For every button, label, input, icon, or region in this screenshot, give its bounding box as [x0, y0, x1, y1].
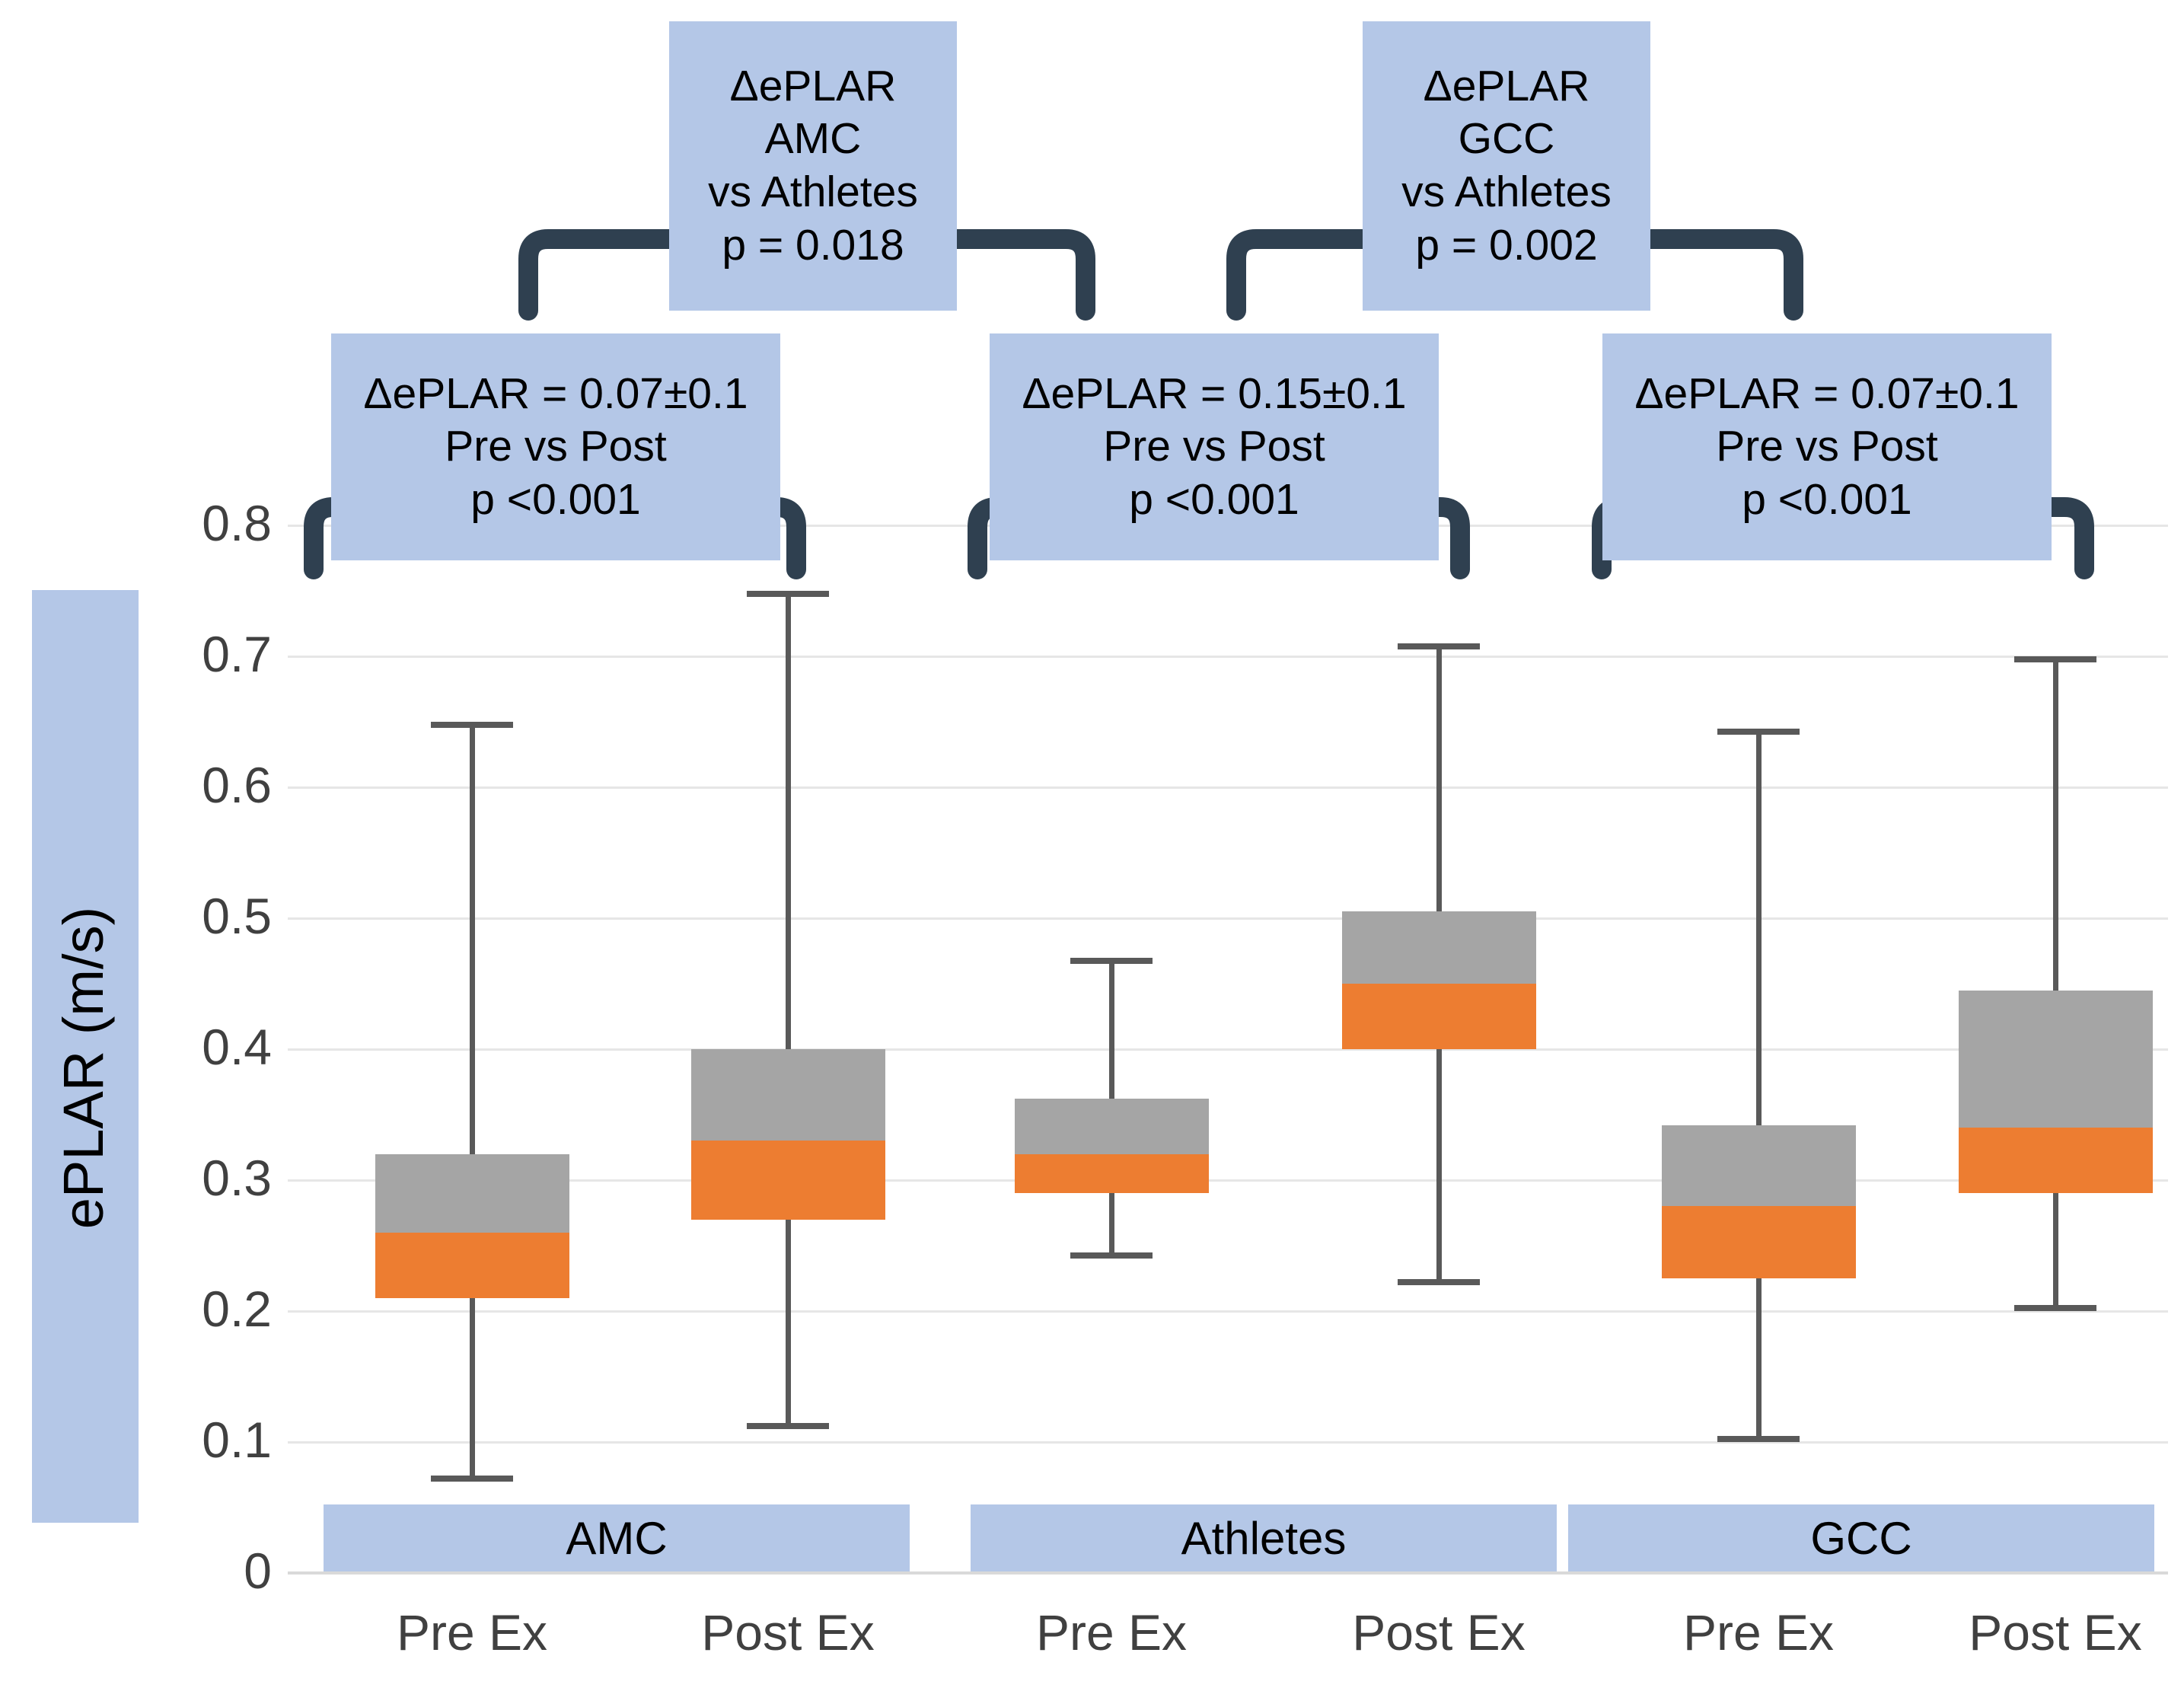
whisker-upper	[2052, 656, 2058, 991]
box-upper-quartile	[1014, 1099, 1209, 1154]
whisker-upper	[1436, 643, 1442, 912]
y-axis-tick-label: 0.1	[202, 1412, 272, 1468]
y-axis-tick-label: 0.5	[202, 888, 272, 944]
group-band-athletes: Athletes	[971, 1504, 1557, 1571]
x-axis-tick-label: Pre Ex	[1035, 1604, 1188, 1661]
whisker-cap-lower	[1070, 1252, 1153, 1259]
y-axis-tick-label: 0.3	[202, 1150, 272, 1206]
whisker-cap-lower	[1398, 1278, 1480, 1285]
whisker-cap-upper	[2014, 656, 2096, 662]
gridline	[288, 917, 2168, 920]
gridline	[288, 1179, 2168, 1182]
group-band-gcc: GCC	[1568, 1504, 2154, 1571]
group-band-label: Athletes	[1181, 1512, 1347, 1564]
x-axis-baseline	[288, 1571, 2168, 1575]
box-whisker-gcc-pre-ex	[1661, 525, 1856, 1573]
box-lower-quartile	[1958, 1128, 2153, 1194]
box-whisker-athletes-pre-ex	[1014, 525, 1209, 1573]
callout-line-1: ΔePLAR = 0.15±0.1	[1022, 369, 1407, 418]
whisker-lower	[469, 1297, 475, 1482]
callout-athletes-pre-vs-post: ΔePLAR = 0.15±0.1 Pre vs Post p <0.001	[990, 333, 1439, 560]
callout-line-2: GCC	[1458, 114, 1555, 164]
callout-gcc-vs-athletes: ΔePLAR GCC vs Athletes p = 0.002	[1363, 21, 1650, 311]
box-lower-quartile	[1661, 1206, 1856, 1278]
callout-line-2: Pre vs Post	[445, 422, 667, 471]
whisker-cap-upper	[1717, 728, 1800, 735]
gridline	[288, 1441, 2168, 1444]
x-axis-tick-label: Pre Ex	[396, 1604, 548, 1661]
gridline	[288, 656, 2168, 658]
box-upper-quartile	[1661, 1125, 1856, 1207]
box-lower-quartile	[1014, 1153, 1209, 1194]
box-whisker-gcc-post-ex	[1958, 525, 2153, 1573]
box-whisker-athletes-post-ex	[1341, 525, 1536, 1573]
whisker-upper	[469, 722, 475, 1154]
box-upper-quartile	[375, 1153, 569, 1233]
y-axis-tick-label: 0.6	[202, 757, 272, 813]
whisker-lower	[2052, 1193, 2058, 1311]
box-lower-quartile	[375, 1232, 569, 1298]
callout-line-4: p = 0.018	[722, 220, 904, 270]
y-axis-tick-label: 0.4	[202, 1019, 272, 1075]
whisker-cap-lower	[747, 1422, 829, 1429]
whisker-cap-upper	[1070, 957, 1153, 964]
whisker-cap-lower	[1717, 1436, 1800, 1442]
whisker-cap-upper	[747, 591, 829, 597]
callout-amc-pre-vs-post: ΔePLAR = 0.07±0.1 Pre vs Post p <0.001	[331, 333, 780, 560]
gridline	[288, 786, 2168, 789]
y-axis-tick-label: 0.8	[202, 495, 272, 551]
x-axis-tick-label: Post Ex	[701, 1604, 875, 1661]
y-axis-tick-label: 0	[244, 1543, 272, 1599]
group-band-label: AMC	[566, 1512, 668, 1564]
box-upper-quartile	[1958, 990, 2153, 1128]
y-axis-tick-label: 0.7	[202, 626, 272, 682]
whisker-upper	[785, 591, 791, 1049]
callout-line-2: AMC	[764, 114, 862, 164]
box-whisker-amc-post-ex	[690, 525, 885, 1573]
callout-line-3: vs Athletes	[1401, 168, 1612, 216]
gridline	[288, 1310, 2168, 1313]
box-lower-quartile	[690, 1141, 885, 1220]
whisker-cap-upper	[431, 722, 513, 728]
plot-area	[288, 525, 2168, 1575]
callout-line-3: p <0.001	[1742, 474, 1912, 524]
x-axis-tick-label: Post Ex	[1969, 1604, 2142, 1661]
whisker-lower	[785, 1219, 791, 1429]
whisker-upper	[1108, 957, 1114, 1099]
callout-line-1: ΔePLAR	[1423, 61, 1590, 110]
callout-line-1: ΔePLAR = 0.07±0.1	[363, 369, 748, 418]
callout-gcc-pre-vs-post: ΔePLAR = 0.07±0.1 Pre vs Post p <0.001	[1602, 333, 2052, 560]
gridline	[288, 1048, 2168, 1051]
whisker-cap-upper	[1398, 643, 1480, 649]
callout-line-3: p <0.001	[1129, 474, 1299, 524]
callout-line-3: vs Athletes	[708, 168, 918, 216]
y-axis-tick-label: 0.2	[202, 1281, 272, 1337]
y-axis-title-band: ePLAR (m/s)	[32, 590, 139, 1523]
callout-line-4: p = 0.002	[1415, 220, 1598, 270]
x-axis-tick-label: Pre Ex	[1682, 1604, 1835, 1661]
callout-line-1: ΔePLAR	[729, 61, 897, 110]
x-axis-tick-label: Post Ex	[1352, 1604, 1526, 1661]
box-lower-quartile	[1341, 984, 1536, 1049]
whisker-lower	[1436, 1049, 1442, 1285]
whisker-upper	[1755, 728, 1762, 1125]
callout-line-2: Pre vs Post	[1716, 422, 1938, 471]
whisker-cap-lower	[431, 1475, 513, 1482]
callout-amc-vs-athletes: ΔePLAR AMC vs Athletes p = 0.018	[669, 21, 957, 311]
callout-line-2: Pre vs Post	[1103, 422, 1325, 471]
callout-line-1: ΔePLAR = 0.07±0.1	[1634, 369, 2020, 418]
box-whisker-amc-pre-ex	[375, 525, 569, 1573]
whisker-lower	[1108, 1193, 1114, 1259]
box-upper-quartile	[690, 1049, 885, 1141]
callout-line-3: p <0.001	[470, 474, 641, 524]
box-upper-quartile	[1341, 911, 1536, 984]
y-axis-title-label: ePLAR (m/s)	[52, 906, 115, 1230]
whisker-lower	[1755, 1278, 1762, 1442]
whisker-cap-lower	[2014, 1305, 2096, 1311]
group-band-amc: AMC	[324, 1504, 910, 1571]
group-band-label: GCC	[1810, 1512, 1912, 1564]
